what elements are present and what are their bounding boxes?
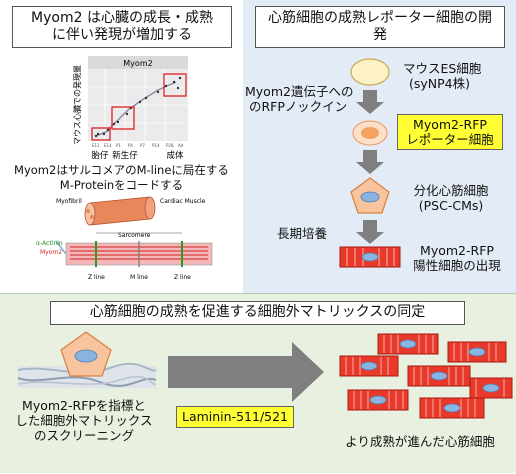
label-mline: M line [130,274,148,281]
es-label-line2: (syNP4株) [409,76,471,91]
chart-tick-labels: E11 E14 P1 P4 P7 P14 P28 Ad [92,143,184,148]
chart-title-bar [88,56,188,69]
right-title: 心筋細胞の成熟レポーター細胞の開 発 [255,6,505,48]
left-desc-line1: Myom2はサルコメアのM-lineに局在する [14,163,229,177]
mature-cell-5 [469,377,513,399]
reporter-line1: Myom2-RFP [413,117,487,132]
screen-line3: のスクリーニング [33,428,134,443]
laminin-highlight-box: Laminin-511/521 [176,406,294,428]
chart-trend-line [95,81,177,137]
bottom-graphics [17,331,513,419]
expression-chart: Myom2 E11 E14 P1 P4 P7 P14 P28 Ad マウス心臓での発現量 [72,56,188,161]
reporter-highlight-box: Myom2-RFP レポーター細胞 [397,114,503,150]
mature-cell-4 [407,365,471,387]
rfp-positive-cell-icon [339,246,401,268]
muscle-bundle-icon [84,196,156,226]
positive-label-line1: Myom2-RFP [420,243,494,258]
mature-cell-2 [447,341,507,363]
chart-group-fetal: 胎仔 [91,150,109,161]
arrow-3 [356,220,384,244]
arrow-2 [356,150,384,174]
left-title-line1: Myom2 は心臓の成長・成熟 [31,10,213,26]
chart-group-boxes [91,73,187,141]
chart-group-neonatal: 新生仔 [112,150,138,161]
chart-group-adult: 成体 [166,150,184,161]
sarcomere-illustration: Myofibril Cardiac Muscle Sarcomere α-Act… [36,196,213,281]
left-title-line2: に伴い発現が増加する [52,27,192,43]
knockin-label-line2: のRFPノックイン [249,99,348,114]
label-cardiac-muscle: Cardiac Muscle [160,198,206,205]
myofibril-band [55,232,213,267]
label-zline-right: Z line [174,274,191,281]
mature-cardiomyocytes-icon [339,333,513,419]
chart-gridlines [88,69,188,141]
arrow-1 [356,90,384,114]
label-actinin: α-Actinin [36,240,63,247]
culture-label: 長期培養 [277,226,328,241]
svg-text:P7: P7 [140,143,145,148]
result-label: より成熟が進んだ心筋細胞 [345,434,495,449]
label-myom2: Myom2 [40,249,62,256]
big-arrow-icon [168,342,324,402]
left-desc-line2: M-Proteinをコードする [59,178,184,192]
svg-text:P1: P1 [116,143,121,148]
workflow-graphics [339,58,401,268]
es-cell-icon [350,58,390,86]
chart-ylabel: マウス心臓での発現量 [72,65,82,145]
mature-cell-3 [339,355,399,377]
knockin-label-line1: Myom2遺伝子への [245,84,354,99]
bottom-title: 心筋細胞の成熟を促進する細胞外マトリックスの同定 [50,301,465,325]
es-label-line1: マウスES細胞 [403,61,482,76]
right-panel: 心筋細胞の成熟レポーター細胞の開 発 マウスES細胞 (syNP4株) [243,0,516,293]
label-sarcomere: Sarcomere [118,232,151,239]
mature-cell-7 [419,397,485,419]
ecm-fiber-icon [17,362,157,388]
cm-label-line2: (PSC-CMs) [418,198,484,213]
cm-label-line1: 分化心筋細胞 [413,183,489,198]
chart-title: Myom2 [123,59,152,68]
workflow-arrows [356,90,384,244]
left-title: Myom2 は心臓の成長・成熟 に伴い発現が増加する [12,6,232,48]
mature-cell-6 [347,389,409,411]
chart-points [94,76,182,138]
mature-cell-1 [377,333,439,355]
reporter-line2: レポーター細胞 [406,132,494,147]
svg-text:P28: P28 [166,143,174,148]
label-zline-left: Z line [88,274,105,281]
svg-text:P4: P4 [128,143,133,148]
screen-line2: した細胞外マトリックス [15,413,153,428]
bottom-panel: 心筋細胞の成熟を促進する細胞外マトリックスの同定 Myom2-RFPを指標と し… [0,293,516,473]
svg-text:E14: E14 [104,143,112,148]
svg-text:P14: P14 [152,143,160,148]
label-myofibril: Myofibril [56,198,82,205]
svg-text:Ad: Ad [178,143,184,148]
screen-line1: Myom2-RFPを指標と [22,398,146,413]
svg-text:E11: E11 [92,143,100,148]
right-title-line1: 心筋細胞の成熟レポーター細胞の開 [268,10,492,26]
reporter-cell-icon [361,127,379,139]
positive-label-line2: 陽性細胞の出現 [413,258,501,273]
right-title-line2: 発 [373,27,387,43]
